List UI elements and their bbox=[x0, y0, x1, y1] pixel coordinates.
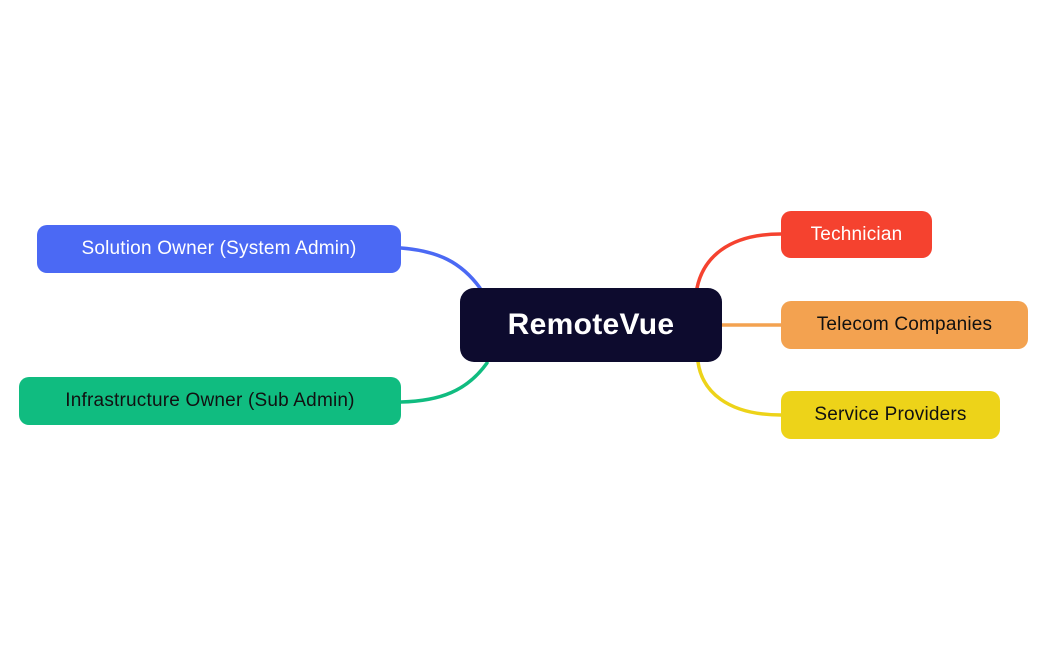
mindmap-node-remotevue[interactable]: RemoteVue bbox=[460, 288, 722, 362]
mindmap-node-solution-owner[interactable]: Solution Owner (System Admin) bbox=[37, 225, 401, 273]
edge-root-solution-owner bbox=[399, 246, 482, 290]
edge-root-service-providers bbox=[696, 360, 783, 417]
node-label-remotevue: RemoteVue bbox=[507, 308, 675, 341]
node-label-infrastructure-owner: Infrastructure Owner (Sub Admin) bbox=[65, 390, 355, 411]
mindmap-node-infrastructure-owner[interactable]: Infrastructure Owner (Sub Admin) bbox=[19, 377, 401, 425]
edge-root-technician bbox=[695, 232, 783, 290]
node-label-service-providers: Service Providers bbox=[814, 404, 967, 425]
mindmap-node-telecom-companies[interactable]: Telecom Companies bbox=[781, 301, 1028, 349]
edge-root-infrastructure-owner bbox=[399, 361, 489, 404]
node-label-telecom-companies: Telecom Companies bbox=[816, 314, 993, 335]
node-label-solution-owner: Solution Owner (System Admin) bbox=[81, 238, 357, 259]
mindmap-node-technician[interactable]: Technician bbox=[781, 211, 932, 258]
mindmap-node-service-providers[interactable]: Service Providers bbox=[781, 391, 1000, 439]
node-label-technician: Technician bbox=[810, 223, 903, 245]
